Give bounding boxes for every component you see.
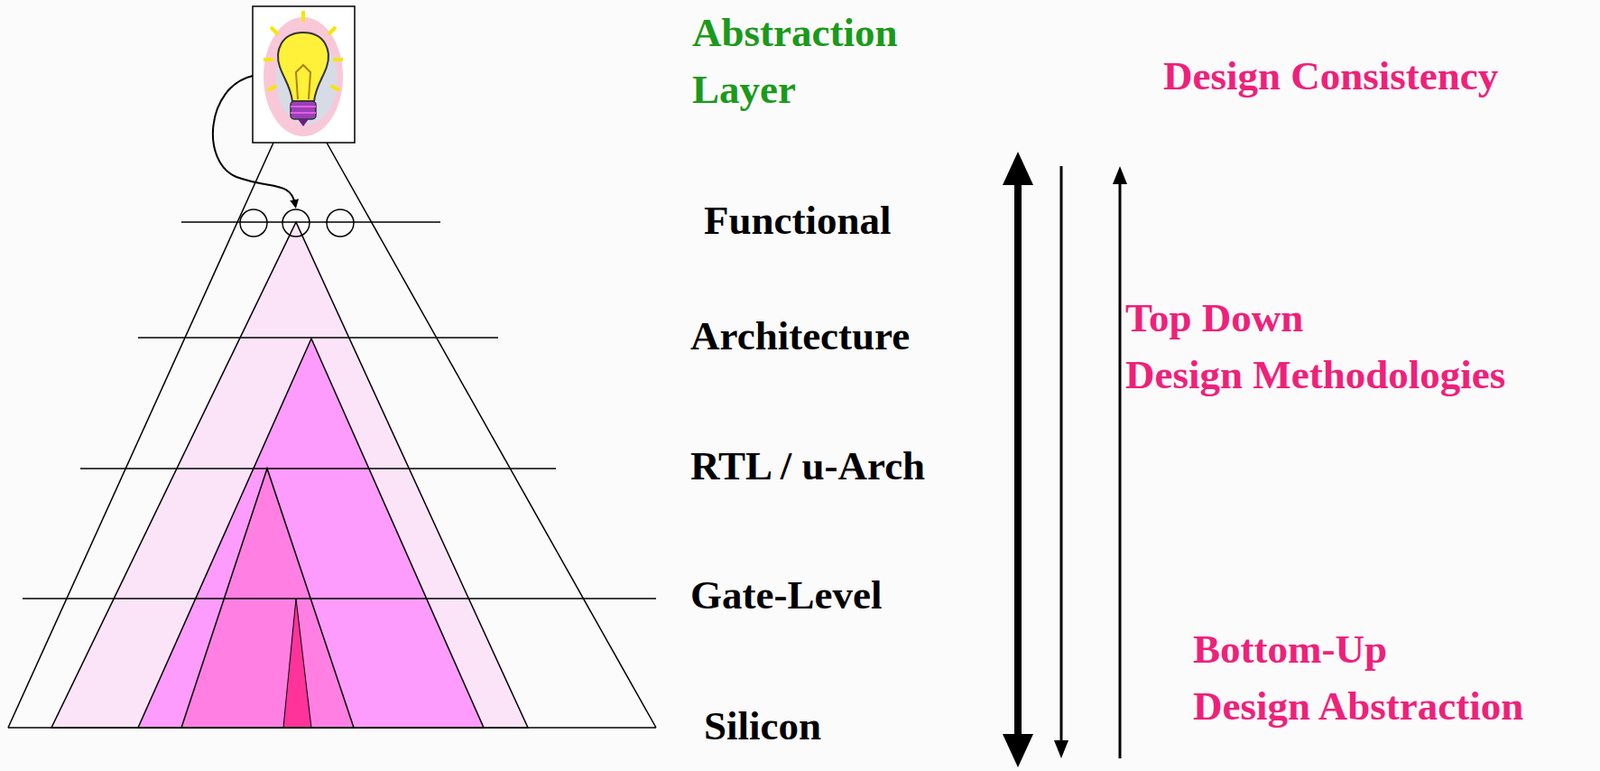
level-name: Gate-Level [690,566,882,624]
layer-heading: Abstraction Layer [692,4,898,119]
method-label: Top Down Design Methodologies [1125,289,1506,404]
level-line [22,597,657,600]
idea-box [252,6,355,143]
level-line [181,221,441,223]
level-name: Functional [703,192,892,250]
arrow-head [1002,151,1034,185]
option-circle [240,209,268,237]
pyramid-base [8,726,657,729]
level-line [138,336,499,339]
pyramid-edge [8,142,274,728]
bottom-up-arrow [1119,178,1122,759]
level-name: Silicon [703,697,822,755]
level-line [80,467,556,470]
method-label: Bottom-Up Design Abstraction [1193,620,1524,735]
arrow-head [1054,739,1069,759]
level-name: Architecture [690,307,910,365]
consistency-label: Design Consistency [1163,47,1499,105]
pyramid-edge [326,142,657,728]
arrow-head [1112,166,1128,185]
top-down-arrow [1060,166,1064,746]
idea-arrow [212,75,296,204]
lightbulb-icon [263,10,343,137]
arrow-head [1002,733,1034,768]
gate-triangle [283,598,312,728]
architecture-triangle [138,338,484,728]
option-circle [326,209,354,237]
level-name: RTL / u-Arch [690,437,925,495]
consistency-arrow [1014,166,1022,740]
option-circle [282,209,310,237]
